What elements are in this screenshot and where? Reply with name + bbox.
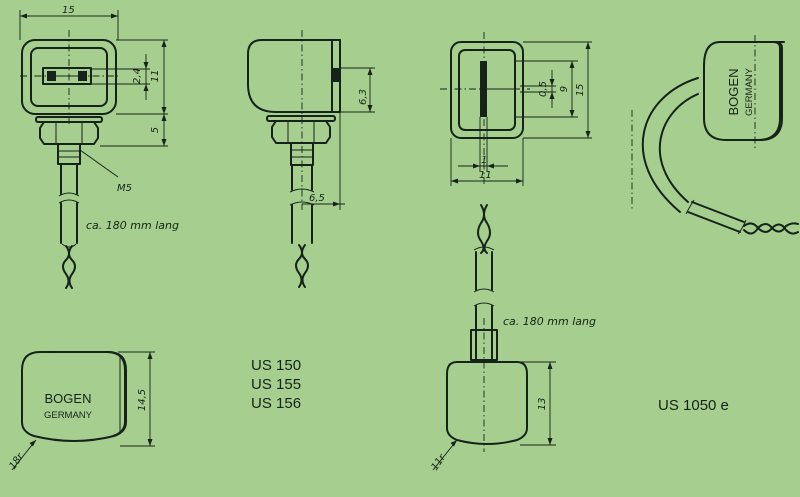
dim-height-5: 5 <box>150 127 161 133</box>
dim-height-15: 15 <box>575 84 586 97</box>
front-view-us150: 15 2,4 11 5 M5 <box>19 5 179 289</box>
model-us155: US 155 <box>251 376 301 393</box>
dim-height-14-5: 14,5 <box>137 389 148 411</box>
model-list: US 150 US 155 US 156 <box>251 357 301 412</box>
dim-height-0-5: 0,5 <box>538 81 549 97</box>
brand-country-iso: GERMANY <box>744 67 755 116</box>
brand-country-back: GERMANY <box>44 410 93 421</box>
dim-width-15: 15 <box>62 5 75 16</box>
note-cable-length: ca. 180 mm lang <box>86 219 179 232</box>
isometric-view-us1050e: BOGEN GERMANY <box>631 35 799 235</box>
brand-name-back: BOGEN <box>45 391 92 406</box>
model-us150: US 150 <box>251 357 301 374</box>
dim-height-9: 9 <box>559 86 570 92</box>
dim-width-11: 11 <box>479 170 492 181</box>
model-us156: US 156 <box>251 395 301 412</box>
label-thread-m5: M5 <box>117 183 132 194</box>
dim-height-11: 11 <box>150 70 161 83</box>
brand-name-iso: BOGEN <box>726 69 741 116</box>
dim-width-1: 1 <box>481 155 487 166</box>
dim-radius-11: 11r <box>429 452 448 473</box>
dim-radius-18: 18r <box>7 451 26 472</box>
front-view-us1050e: 0,5 9 15 1 11 ca. 180 mm lang <box>440 32 596 362</box>
dim-height-13: 13 <box>537 398 548 411</box>
back-view-us150: 14,5 BOGEN GERMANY 18r <box>7 351 155 472</box>
dim-offset-6-5: 6,5 <box>309 193 325 204</box>
side-view-us150: 6,3 6,5 <box>247 30 375 288</box>
dim-height-6-3: 6,3 <box>358 89 369 105</box>
model-us1050e: US 1050 e <box>658 397 729 414</box>
dim-height-2-4: 2,4 <box>132 68 143 84</box>
note-cable-length-2: ca. 180 mm lang <box>503 315 596 328</box>
